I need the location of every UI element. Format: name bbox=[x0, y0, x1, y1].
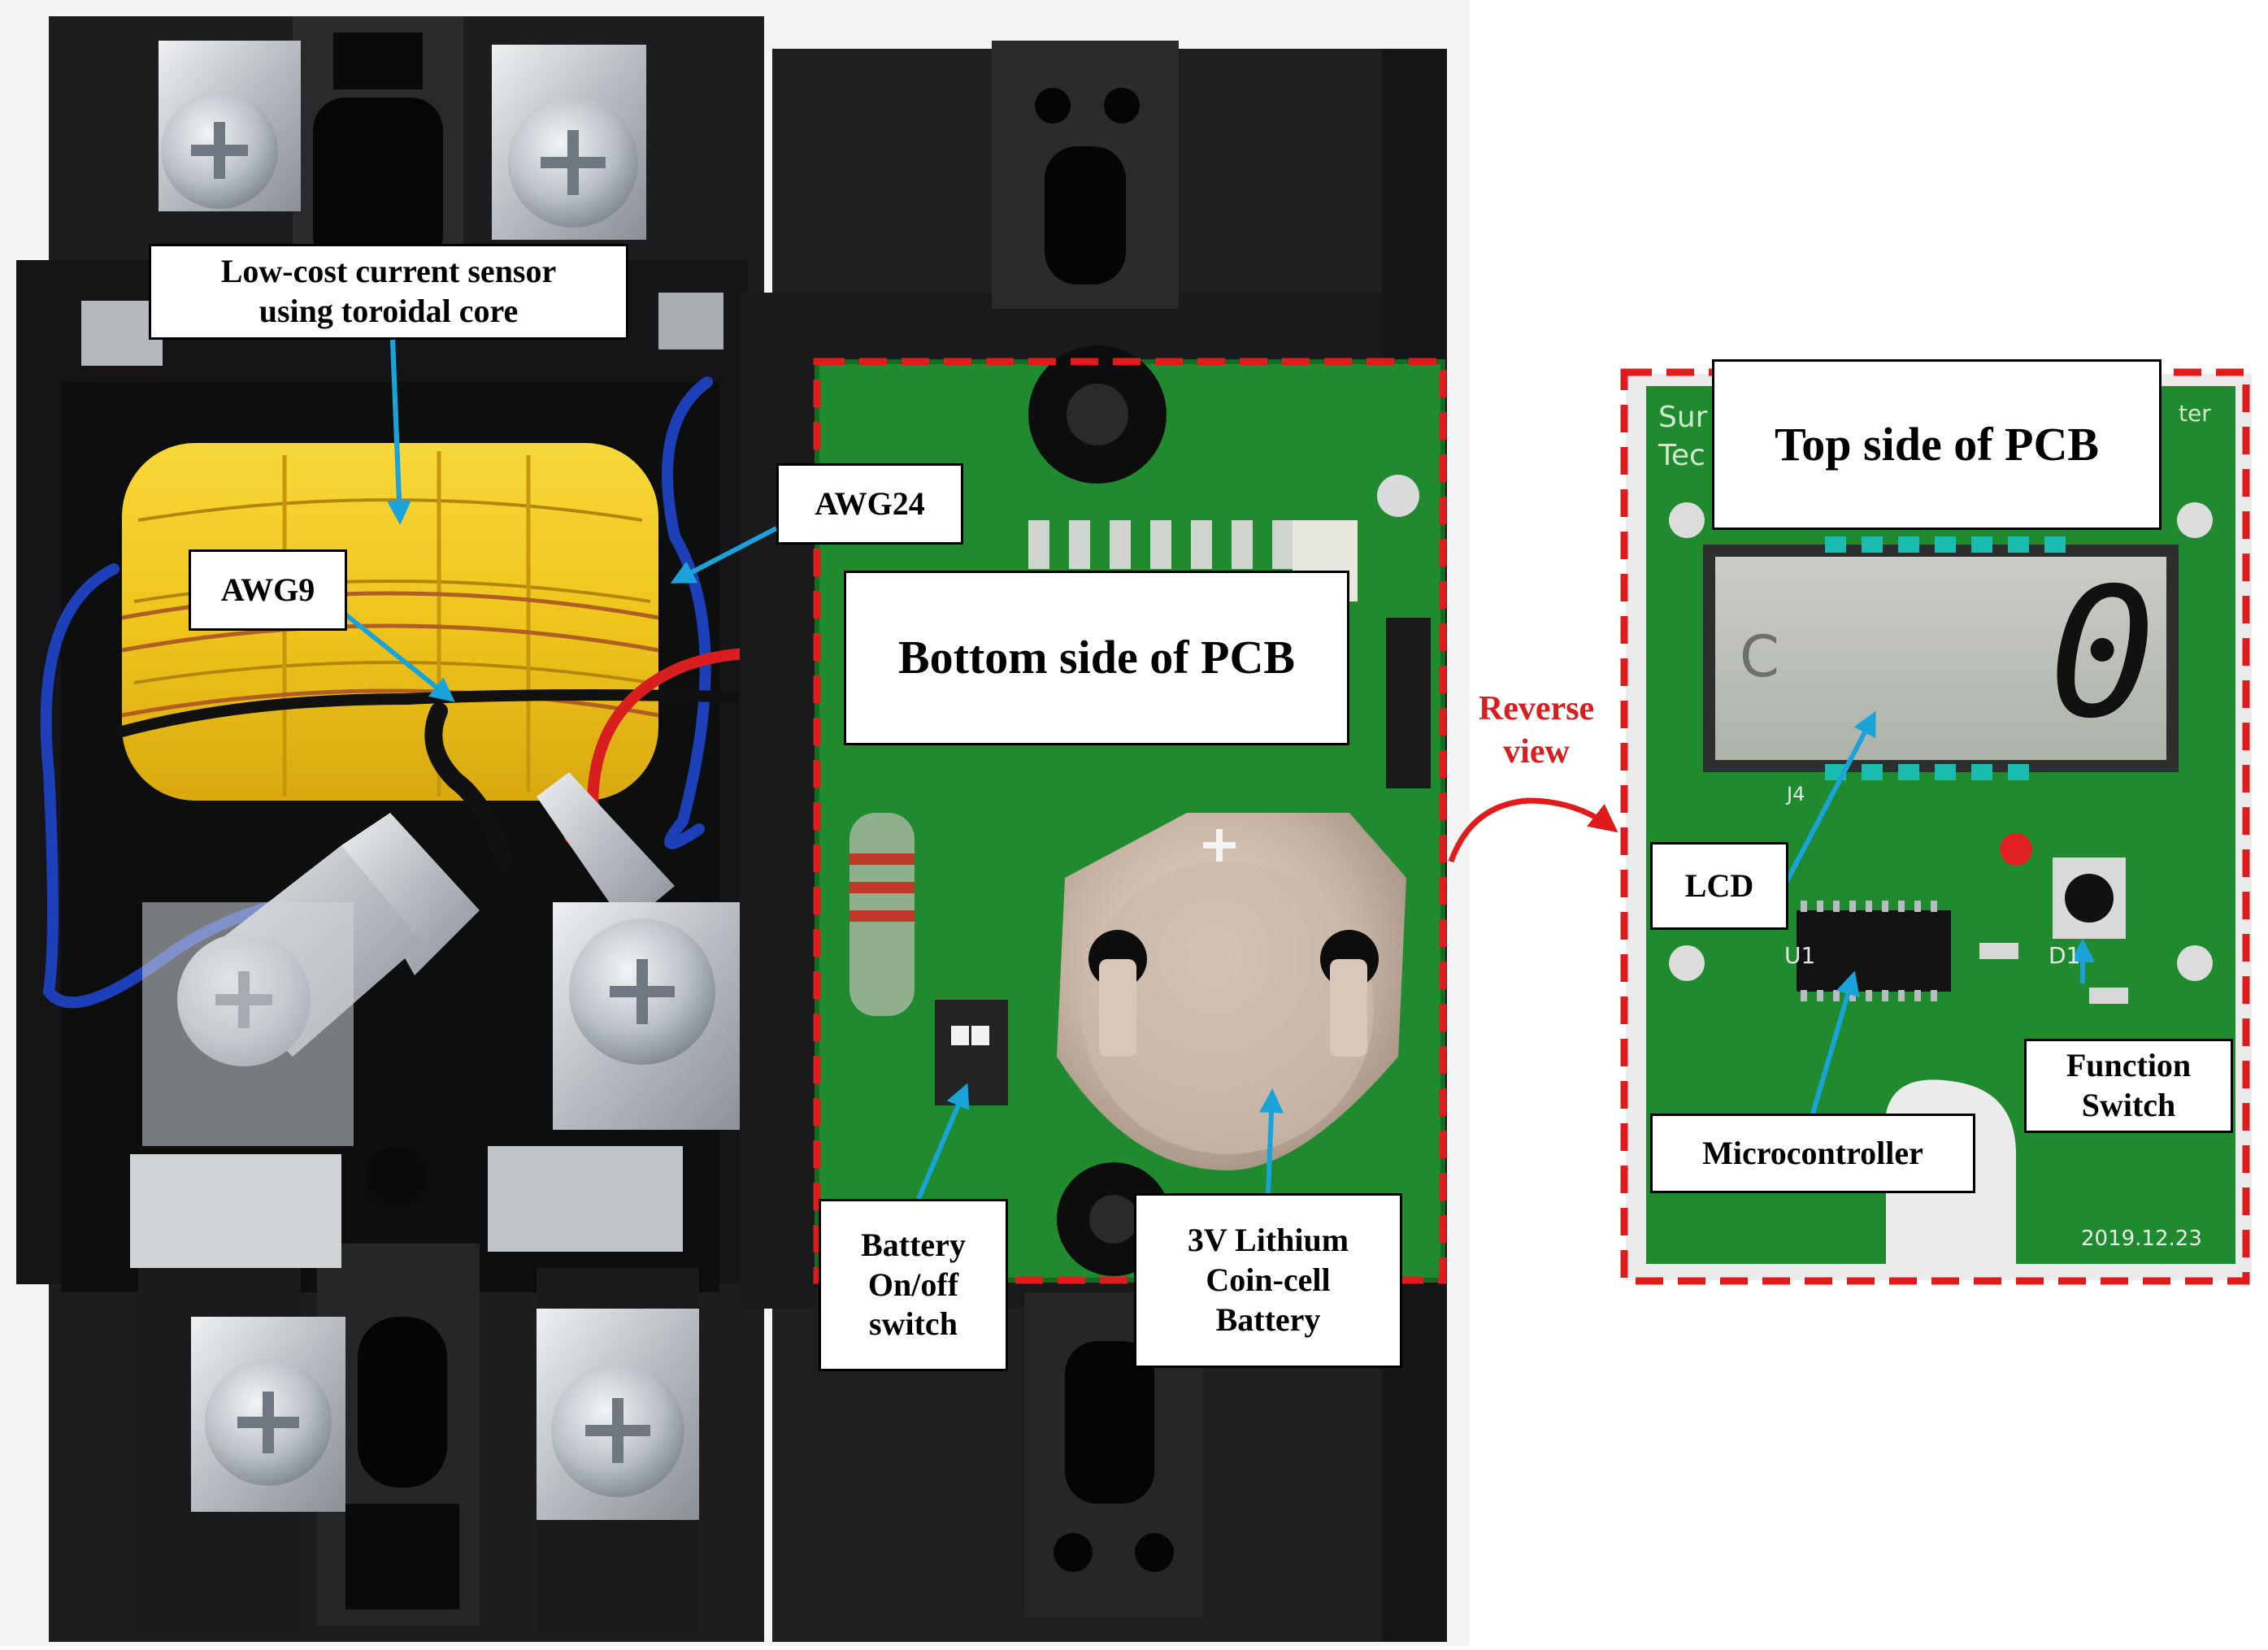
silk-u1: U1 bbox=[1784, 942, 1815, 969]
lcd-letter: C bbox=[1740, 623, 1779, 690]
label-lcd: LCD bbox=[1650, 842, 1788, 930]
label-function-switch: Function Switch bbox=[2024, 1039, 2233, 1133]
board-date: 2019.12.23 bbox=[2081, 1227, 2202, 1251]
label-awg9: AWG9 bbox=[189, 549, 347, 631]
silk-j4: J4 bbox=[1785, 783, 1805, 805]
label-microcontroller: Microcontroller bbox=[1650, 1114, 1975, 1193]
annotation-arrows bbox=[340, 339, 2095, 1201]
lcd-digit: 0 bbox=[2049, 549, 2156, 758]
microcontroller-chip bbox=[1797, 910, 1951, 992]
silk-d1: D1 bbox=[2049, 942, 2080, 969]
label-top-side: Top side of PCB bbox=[1712, 359, 2162, 530]
label-awg24: AWG24 bbox=[776, 463, 963, 545]
label-current-sensor: Low-cost current sensor using toroidal c… bbox=[149, 244, 628, 340]
board-text-left-2: Tec bbox=[1658, 439, 1705, 472]
sensor-arrow bbox=[387, 339, 412, 525]
label-coin-cell: 3V Lithium Coin-cell Battery bbox=[1134, 1193, 1402, 1368]
board-text-left-1: Sur bbox=[1658, 401, 1708, 434]
label-reverse-view: Reverse view bbox=[1478, 690, 1595, 771]
terminal-screws-bottom bbox=[191, 1309, 699, 1520]
board-text-right: ter bbox=[2179, 400, 2211, 427]
terminal-lugs bbox=[130, 772, 748, 1268]
reverse-view-arrow bbox=[1448, 797, 1618, 863]
lcd-screen bbox=[1715, 557, 2166, 760]
highlight-frame-bottom bbox=[813, 358, 1447, 1284]
label-battery-switch: Battery On/off switch bbox=[819, 1199, 1008, 1371]
label-bottom-side: Bottom side of PCB bbox=[844, 571, 1349, 745]
